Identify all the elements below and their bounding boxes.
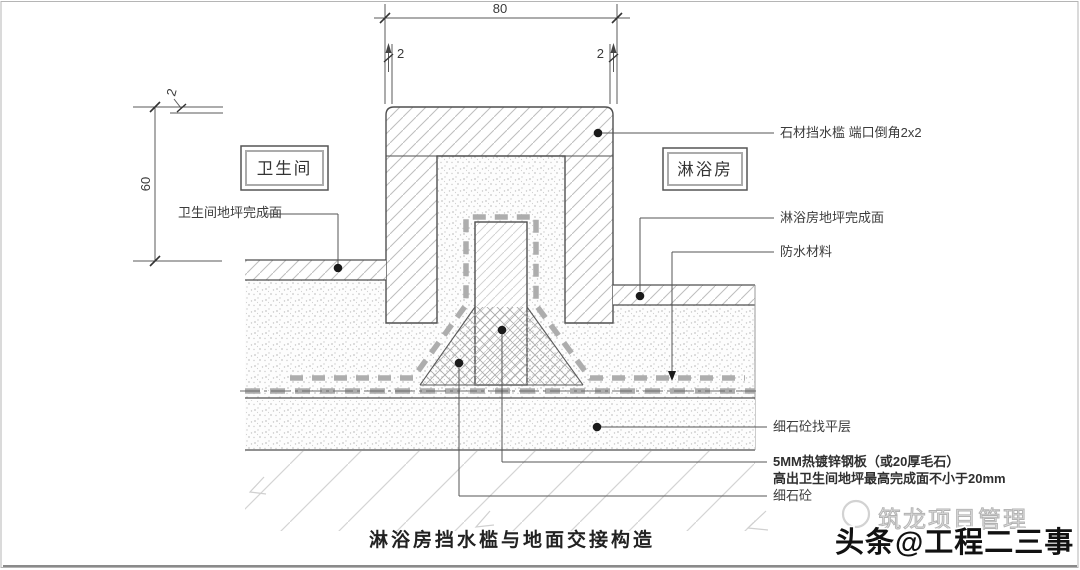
dim-chamfer-left: 2 bbox=[397, 46, 404, 61]
label-stone-sill: 石材挡水槛 端口倒角2x2 bbox=[780, 125, 922, 140]
watermark-byline: 头条@工程二三事 bbox=[835, 526, 1074, 559]
watermark-group: 筑龙项目管理 头条@工程二三事 bbox=[833, 499, 1075, 561]
structure-lines bbox=[240, 390, 769, 531]
dim-sill-width: 80 bbox=[493, 1, 507, 16]
leader-lines bbox=[264, 128, 774, 497]
label-bathroom-floor: 卫生间地坪完成面 bbox=[178, 205, 282, 220]
dim-side-chamfer: 2 bbox=[163, 87, 179, 98]
dimensions bbox=[133, 4, 630, 267]
waterproof-arrowhead bbox=[668, 371, 676, 381]
watermark-logo-icon bbox=[841, 499, 871, 529]
label-waterproof: 防水材料 bbox=[780, 244, 832, 259]
dim-sill-height: 60 bbox=[138, 177, 153, 191]
stone-sill-shape bbox=[385, 106, 614, 324]
bathroom-floor-strip bbox=[245, 259, 386, 281]
label-leveling-layer: 细石砼找平层 bbox=[773, 419, 851, 434]
dim-chamfer-right: 2 bbox=[597, 46, 604, 61]
label-steel-plate-line1: 5MM热镀锌钢板（或20厚毛石） bbox=[773, 454, 959, 469]
room-label-shower: 淋浴房 bbox=[677, 160, 733, 179]
drawing-title: 淋浴房挡水槛与地面交接构造 bbox=[369, 528, 655, 551]
label-steel-plate-line2: 高出卫生间地坪最高完成面不小于20mm bbox=[773, 471, 1006, 486]
watermark-logo-text: 筑龙项目管理 bbox=[878, 506, 1028, 532]
shower-floor-strip bbox=[613, 284, 756, 450]
room-box-shower: 淋浴房 bbox=[662, 147, 748, 191]
slab-hatch bbox=[245, 451, 755, 531]
label-fine-concrete: 细石砼 bbox=[773, 488, 812, 503]
room-box-bathroom: 卫生间 bbox=[240, 145, 329, 191]
room-label-bathroom: 卫生间 bbox=[257, 159, 313, 178]
label-shower-floor: 淋浴房地坪完成面 bbox=[780, 210, 884, 225]
